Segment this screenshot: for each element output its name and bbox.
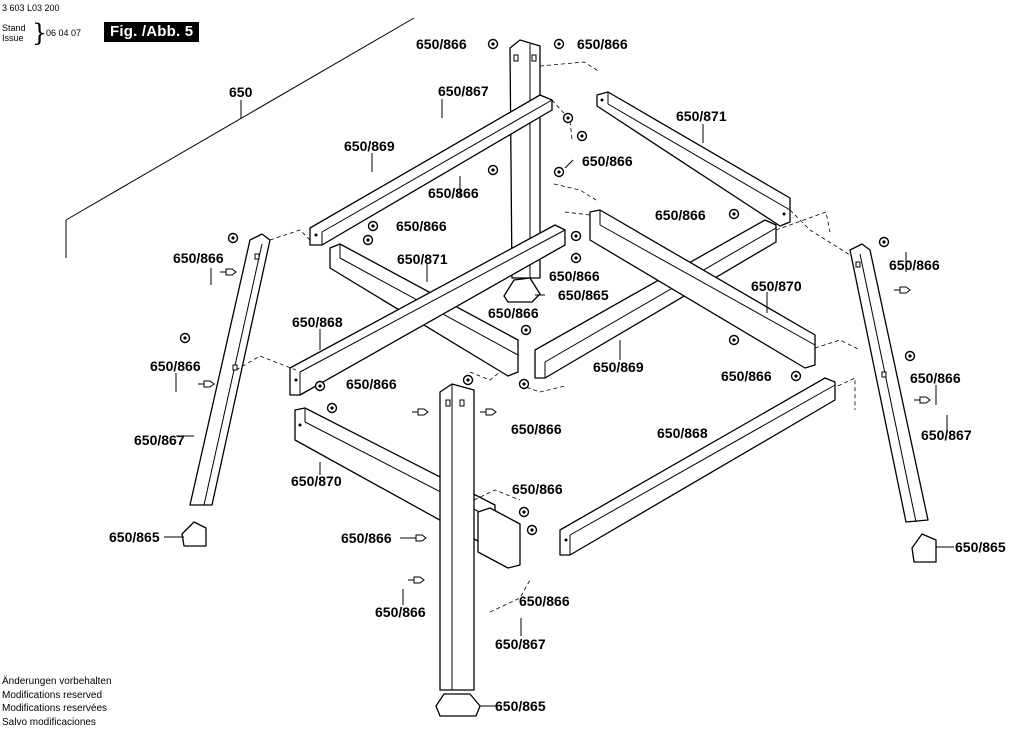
label-650-868: 650/868 <box>292 314 343 330</box>
hardware <box>181 40 931 584</box>
nut-icon <box>328 404 337 413</box>
label-650-869: 650/869 <box>593 359 644 375</box>
nut-icon <box>229 234 238 243</box>
label-650-867: 650/867 <box>134 432 185 448</box>
bolt-icon <box>198 381 214 387</box>
label-650-868: 650/868 <box>657 425 708 441</box>
nut-icon <box>369 222 378 231</box>
label-650-871: 650/871 <box>676 108 727 124</box>
label-650-866: 650/866 <box>416 36 467 52</box>
bolt-icon <box>220 269 236 275</box>
label-650-866: 650/866 <box>396 218 447 234</box>
bolt-icon <box>408 577 424 583</box>
nut-icon <box>792 372 801 381</box>
label-650-866: 650/866 <box>910 370 961 386</box>
foot-cap-center <box>504 278 540 302</box>
label-650-866: 650/866 <box>655 207 706 223</box>
nut-icon <box>528 526 537 535</box>
label-650-866: 650/866 <box>341 530 392 546</box>
nut-icon <box>520 380 529 389</box>
leader-lines <box>164 99 954 706</box>
nut-icon <box>572 232 581 241</box>
foot-cap-right <box>912 534 936 562</box>
label-650-867: 650/867 <box>495 636 546 652</box>
label-650-866: 650/866 <box>512 481 563 497</box>
label-650-866: 650/866 <box>889 257 940 273</box>
part-labels: 650 650/866 650/866 650/867 650/871 650/… <box>109 36 1006 714</box>
label-650-866: 650/866 <box>375 604 426 620</box>
label-650-865: 650/865 <box>495 698 546 714</box>
bolt-icon <box>894 287 910 293</box>
label-650-867: 650/867 <box>921 427 972 443</box>
nut-icon <box>880 238 889 247</box>
foot-cap-front <box>436 694 480 716</box>
label-650-870: 650/870 <box>751 278 802 294</box>
foot-cap-left <box>182 522 206 546</box>
label-650-865: 650/865 <box>955 539 1006 555</box>
label-650-866: 650/866 <box>511 421 562 437</box>
label-650-869: 650/869 <box>344 138 395 154</box>
nut-icon <box>555 168 564 177</box>
nut-icon <box>489 40 498 49</box>
nut-icon <box>572 254 581 263</box>
label-650-870: 650/870 <box>291 473 342 489</box>
nut-icon <box>316 382 325 391</box>
label-650-866: 650/866 <box>577 36 628 52</box>
label-650: 650 <box>229 84 253 100</box>
label-650-866: 650/866 <box>150 358 201 374</box>
bolt-icon <box>410 535 426 541</box>
nut-icon <box>489 166 498 175</box>
label-650-871: 650/871 <box>397 251 448 267</box>
nut-icon <box>522 326 531 335</box>
label-650-865: 650/865 <box>558 287 609 303</box>
label-650-866: 650/866 <box>582 153 633 169</box>
nut-icon <box>364 236 373 245</box>
label-650-866: 650/866 <box>428 185 479 201</box>
label-650-866: 650/866 <box>173 250 224 266</box>
leg-front <box>440 384 474 690</box>
nut-icon <box>730 210 739 219</box>
nut-icon <box>181 334 190 343</box>
nut-icon <box>555 40 564 49</box>
nut-icon <box>464 376 473 385</box>
label-650-866: 650/866 <box>488 305 539 321</box>
label-650-866: 650/866 <box>721 368 772 384</box>
nut-icon <box>520 508 529 517</box>
label-650-867: 650/867 <box>438 83 489 99</box>
label-650-865: 650/865 <box>109 529 160 545</box>
nut-icon <box>578 132 587 141</box>
bolt-icon <box>914 397 930 403</box>
bolt-icon <box>480 409 496 415</box>
bracket-plate-front <box>478 508 520 568</box>
label-650-866: 650/866 <box>549 268 600 284</box>
nut-icon <box>906 352 915 361</box>
nut-icon <box>564 114 573 123</box>
label-650-866: 650/866 <box>519 593 570 609</box>
label-650-866: 650/866 <box>346 376 397 392</box>
nut-icon <box>730 336 739 345</box>
rail-front-right <box>560 378 835 555</box>
bolt-icon <box>412 409 428 415</box>
